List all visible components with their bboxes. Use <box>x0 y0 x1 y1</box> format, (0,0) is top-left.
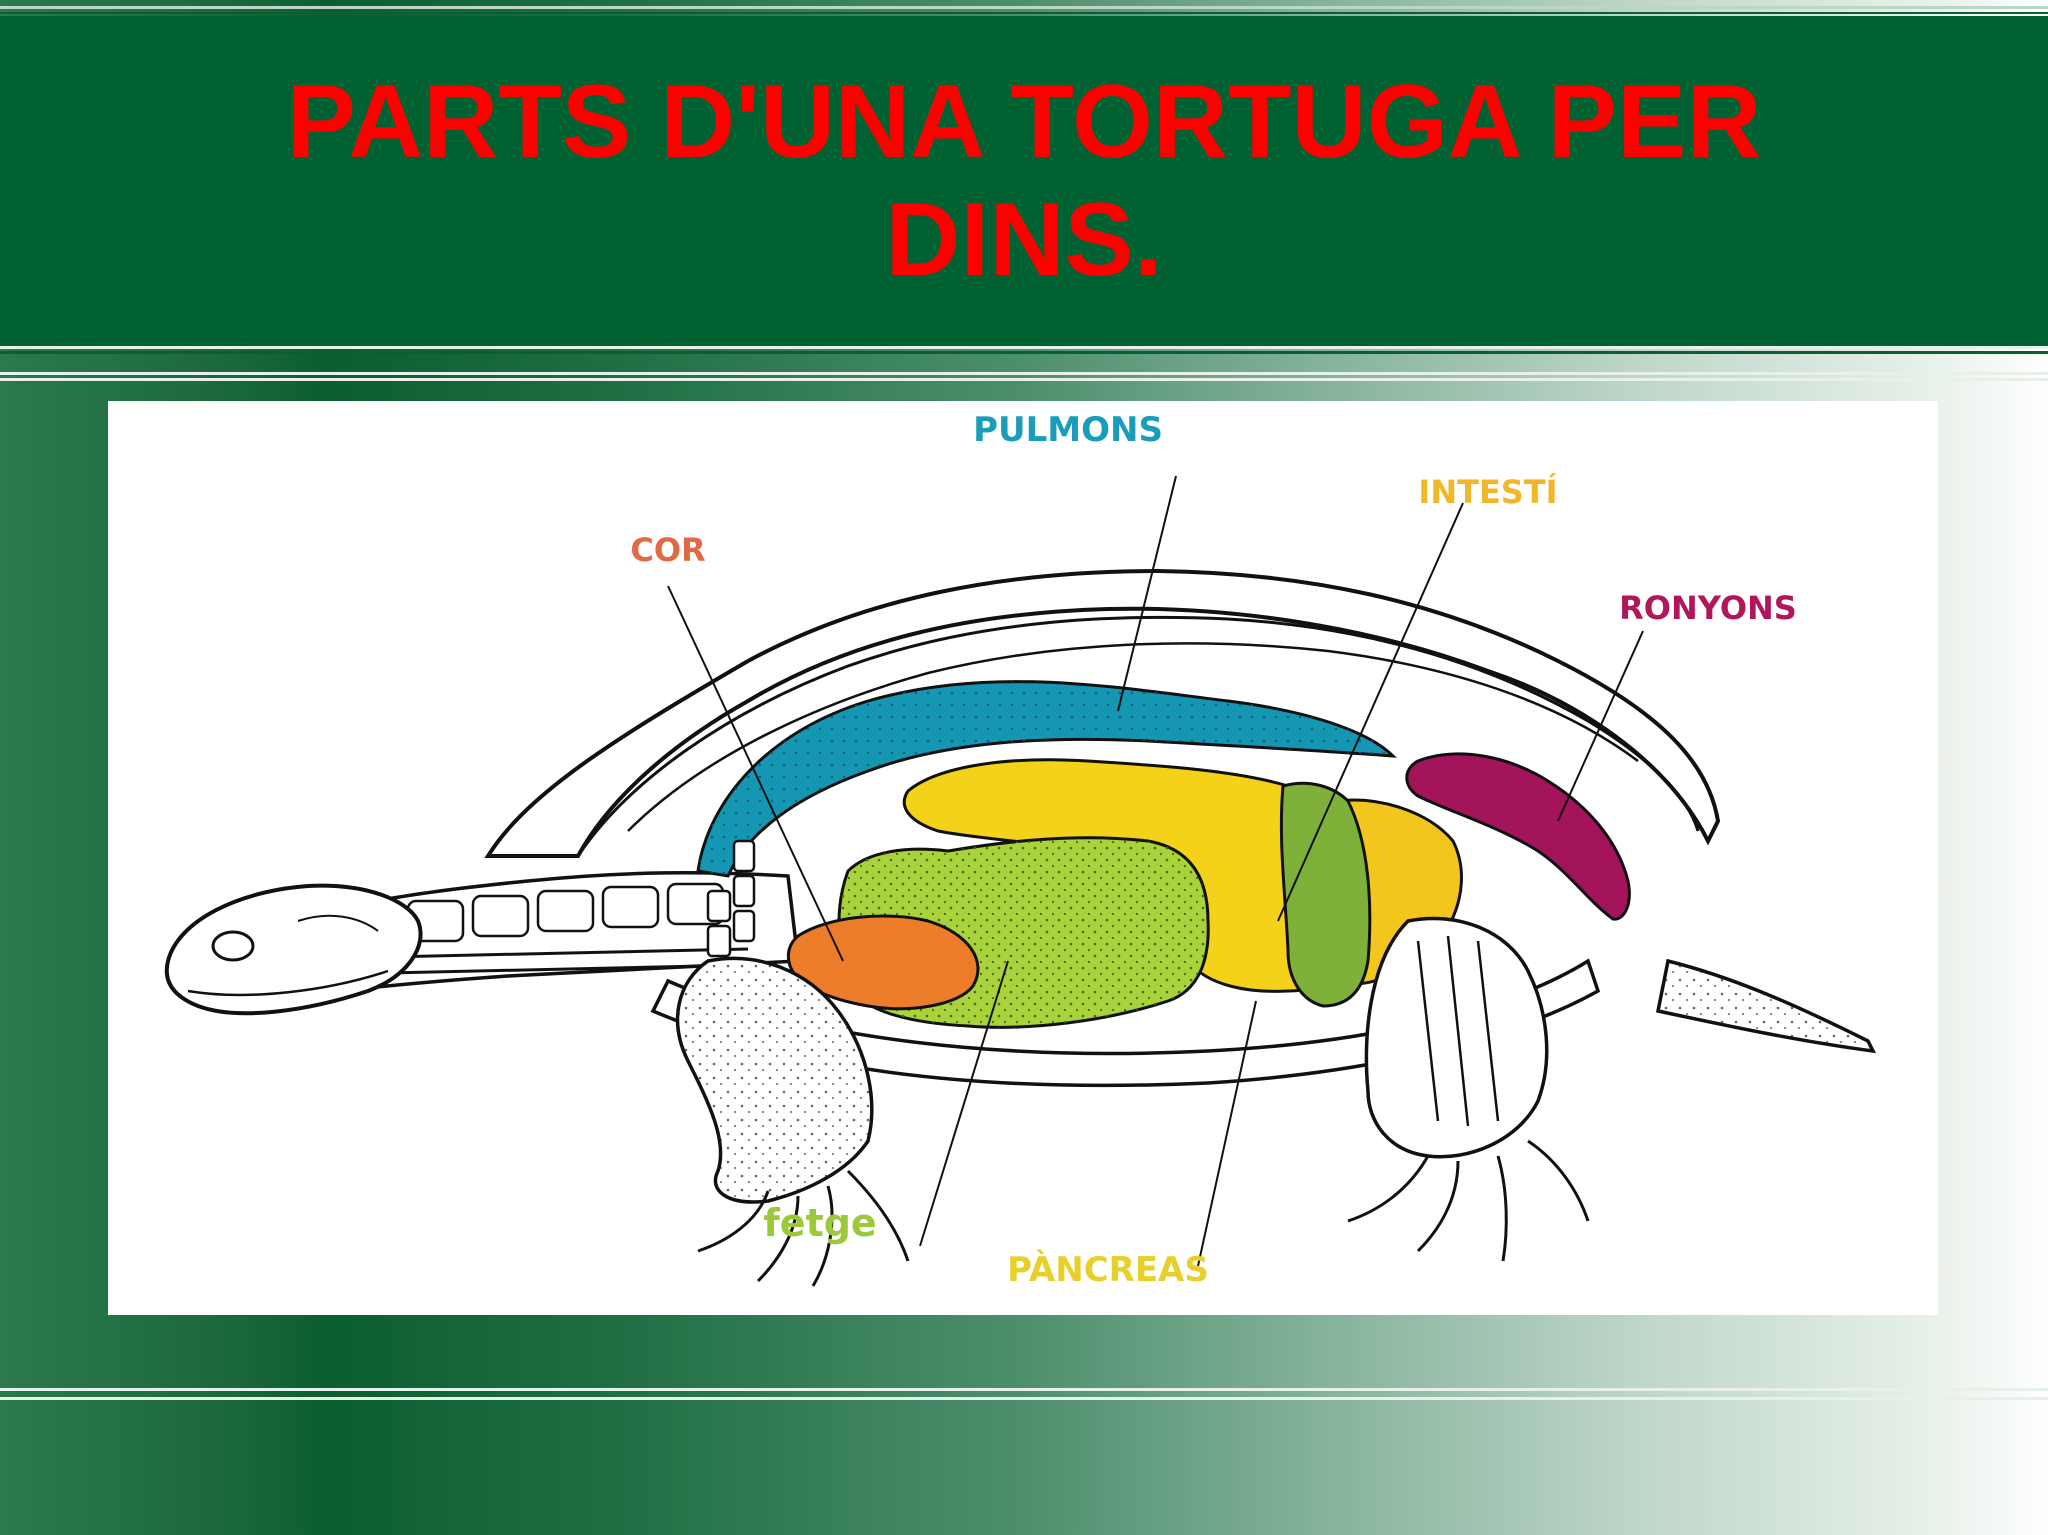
cor-leader <box>667 585 844 962</box>
heart-organ <box>786 914 980 1011</box>
kidney-organ <box>1405 752 1631 921</box>
footer-divider-line <box>0 1397 2048 1400</box>
title-banner: PARTS D'UNA TORTUGA PER DINS. <box>0 16 2048 346</box>
fetge-leader <box>919 960 1009 1247</box>
label-cor: COR <box>630 531 705 569</box>
ronyons-leader <box>1557 630 1644 822</box>
top-decor-line <box>0 6 2048 9</box>
label-pancreas: PÀNCREAS <box>1007 1249 1209 1290</box>
shell-layer-line <box>627 642 1639 832</box>
top-decor-line-dark <box>0 12 2048 14</box>
pancreas-leader <box>1197 1000 1257 1267</box>
label-intesti: INTESTÍ <box>1418 473 1557 511</box>
slide-title: PARTS D'UNA TORTUGA PER DINS. <box>286 64 1762 298</box>
label-pulmons: PULMONS <box>973 410 1163 450</box>
pancreas-organ <box>1279 781 1372 1008</box>
turtle-anatomy-diagram: PULMONS INTESTÍ COR RONYONS fetge PÀNCRE… <box>108 401 1938 1315</box>
divider-line <box>0 351 2048 354</box>
shell-outline <box>484 568 1721 858</box>
pulmons-leader <box>1117 475 1177 712</box>
turtle-eye <box>211 930 255 962</box>
plastron <box>650 958 1601 1088</box>
back-leg <box>1364 916 1549 1159</box>
footer-divider-line <box>0 1388 2048 1391</box>
divider-line <box>0 346 2048 349</box>
label-fetge: fetge <box>763 1201 876 1245</box>
divider-line <box>0 378 2048 381</box>
divider-line <box>0 372 2048 375</box>
intesti-leader <box>1277 502 1464 922</box>
label-ronyons: RONYONS <box>1619 589 1797 627</box>
